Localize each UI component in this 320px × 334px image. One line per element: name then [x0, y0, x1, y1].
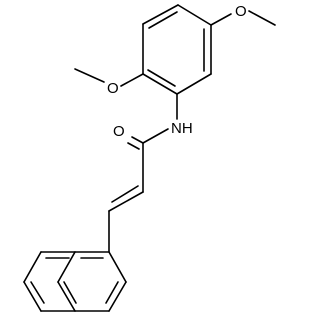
naphthalene-bond — [108, 281, 127, 312]
naphthalene-bond — [57, 281, 76, 312]
chain-double-bond-inner — [111, 185, 139, 203]
ring-bond — [177, 4, 212, 26]
ring-bond — [176, 73, 212, 95]
nh-label: NH — [171, 120, 193, 137]
methyl-bond — [248, 10, 276, 26]
naphthalene-bond — [23, 251, 42, 283]
acryl-chain — [108, 142, 144, 253]
naphthalene-double-bond — [105, 281, 119, 304]
methoxy-bond — [210, 13, 232, 26]
methoxy-bond — [120, 73, 144, 87]
upper-oxygen-label: O — [235, 3, 247, 20]
ring-bond — [142, 73, 178, 95]
carbonyl-oxygen-label: O — [113, 123, 125, 140]
carbonyl-single-line — [131, 136, 144, 144]
naphthalene-bond — [108, 251, 127, 283]
ring-bond — [142, 4, 179, 25]
naphthalene-bond — [23, 281, 42, 312]
chain-double-bond-outer — [108, 191, 144, 212]
dimethoxyphenyl-ring — [142, 4, 212, 95]
ring-double-bond — [147, 69, 176, 87]
carbonyl-double-line — [127, 142, 140, 150]
ring-double-bond — [148, 11, 178, 29]
methyl-bond — [74, 68, 105, 83]
naphthalene-bond — [57, 251, 76, 283]
lower-methoxy-group: O — [74, 68, 144, 97]
lower-oxygen-label: O — [107, 80, 119, 97]
chemical-structure-diagram: O O NH O — [23, 3, 276, 312]
amide-linker: NH O — [113, 93, 193, 150]
naphthalene-double-bond — [30, 281, 45, 304]
naphthalene-double-bond — [63, 281, 77, 304]
naphthalene-system — [23, 251, 127, 312]
upper-methoxy-group: O — [210, 3, 276, 26]
amide-bond — [142, 128, 169, 144]
